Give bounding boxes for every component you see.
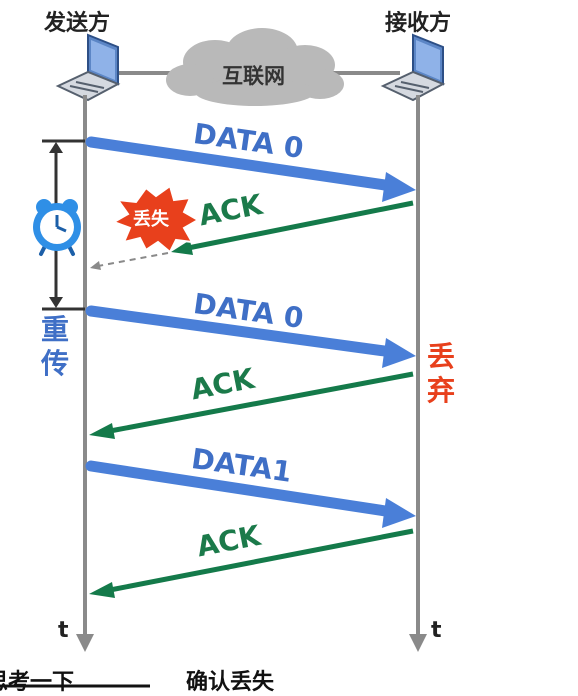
data0-first-arrow bbox=[85, 136, 416, 202]
discard-char-2: 弃 bbox=[426, 374, 455, 407]
ack-third-arrow bbox=[89, 528, 414, 598]
lost-burst-shape bbox=[111, 184, 201, 254]
lost-label: 丢失 bbox=[133, 209, 169, 230]
discard-char-1: 丢 bbox=[426, 340, 455, 373]
receiver-time-label: t bbox=[431, 618, 442, 643]
internet-label: 互联网 bbox=[222, 64, 285, 88]
receiver-time-arrowhead bbox=[409, 634, 427, 652]
retransmit-label: 重 传 bbox=[38, 313, 72, 381]
data0-retry-arrow bbox=[85, 305, 416, 368]
receiver-laptop-icon bbox=[380, 33, 446, 102]
retransmit-char-1: 重 bbox=[40, 313, 69, 346]
ack-lost-arrow bbox=[171, 200, 414, 255]
sender-time-arrowhead bbox=[76, 634, 94, 652]
bottom-left-subtitle: 思考一下 bbox=[0, 670, 75, 695]
bottom-right-subtitle: 确认丢失 bbox=[186, 670, 275, 695]
sender-laptop-icon bbox=[55, 33, 121, 102]
sender-time-label: t bbox=[58, 618, 69, 643]
receiver-label: 接收方 bbox=[385, 11, 452, 36]
discard-label: 丢 弃 bbox=[424, 340, 458, 408]
internet-cloud bbox=[166, 28, 344, 106]
alarm-clock-icon bbox=[33, 199, 81, 256]
ack-lost-dashed-arrowhead bbox=[90, 261, 101, 270]
retransmit-char-2: 传 bbox=[40, 347, 69, 380]
ack-lost-dashed-path bbox=[97, 252, 169, 267]
data1-arrow bbox=[85, 460, 416, 528]
sender-label: 发送方 bbox=[44, 11, 111, 36]
ack-second-arrow bbox=[89, 371, 414, 439]
